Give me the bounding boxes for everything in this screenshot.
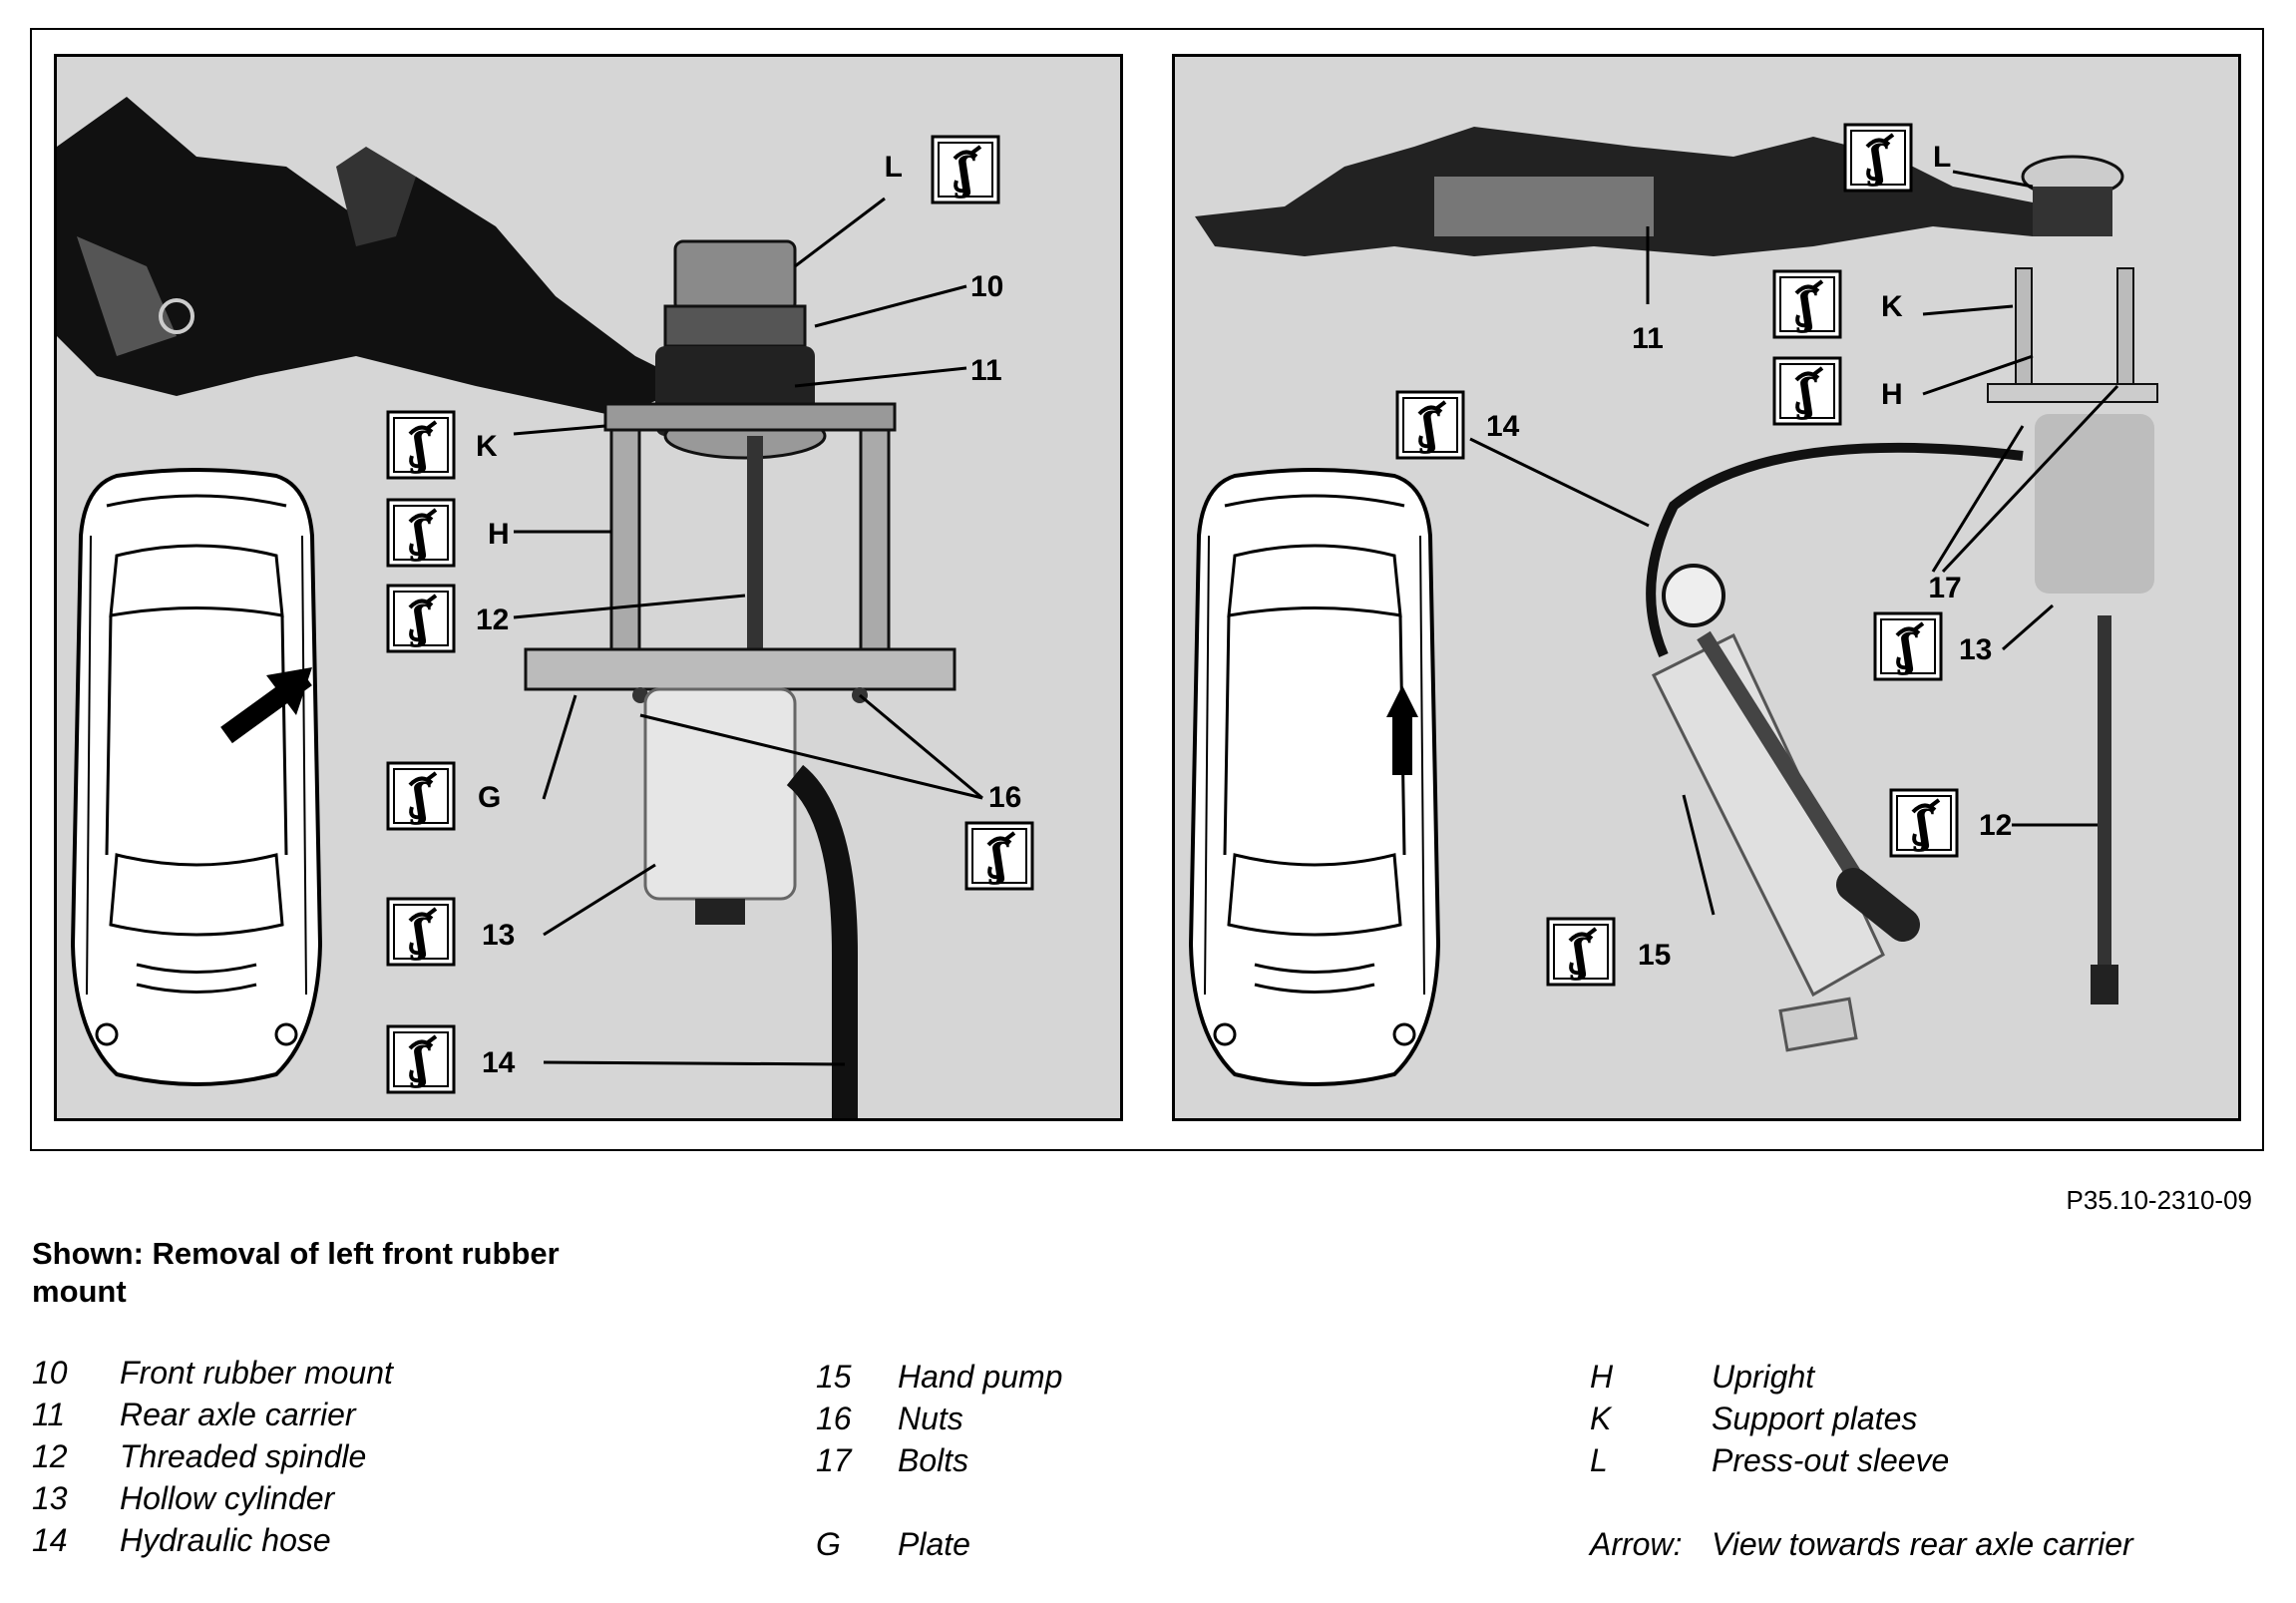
right-panel-illustration: ʃ [1172,54,2241,1121]
callout-12: 12 [1889,788,2012,858]
callout-16: 16 [964,781,1034,891]
callout-14: 14 [386,1024,516,1094]
callout-13: 13 [386,897,515,967]
legend-key: 14 [32,1522,68,1558]
callout-16-label: 16 [988,781,1021,814]
special-tool-icon [1772,269,1842,339]
callout-K-label: K [1881,290,1903,323]
legend-text: View towards rear axle carrier [1712,1526,2133,1562]
legend-column-1: 10 Front rubber mount 11 Rear axle carrier… [32,1355,630,1584]
special-tool-icon [1546,917,1616,987]
callout-K: K [386,410,498,480]
special-tool-icon [386,761,456,831]
special-tool-icon [1873,611,1943,681]
legend-text: Upright [1712,1359,1815,1395]
legend-text: Press-out sleeve [1712,1442,1950,1478]
legend-key: 11 [32,1397,66,1432]
callout-L: L [885,135,1000,204]
callout-13: 13 [1873,611,1992,681]
callout-11-label: 11 [970,354,1002,387]
callout-H-label: H [488,518,510,551]
legend-text: Plate [898,1526,970,1562]
callout-14: 14 [1395,390,1520,460]
callout-17: 17 [1928,572,1961,604]
legend-key: G [816,1526,841,1562]
special-tool-icon [931,135,1000,204]
special-tool-icon [1395,390,1465,460]
callout-10-label: 10 [970,270,1003,303]
left-panel-illustration: ʃ [54,54,1123,1121]
legend-text: Hydraulic hose [120,1522,331,1558]
callout-17-label: 17 [1928,572,1961,604]
callout-10: 10 [970,270,1003,303]
callout-12-label: 12 [1979,809,2012,842]
callout-12-label: 12 [476,603,509,636]
callout-15: 15 [1546,917,1671,987]
callout-L-label: L [885,151,903,184]
special-tool-icon [964,821,1034,891]
legend-text: Rear axle carrier [120,1397,356,1432]
callout-11: 11 [1632,322,1664,355]
callout-G-label: G [478,781,501,814]
callout-H: H [386,498,510,568]
special-tool-icon [386,897,456,967]
legend-key: 17 [816,1442,852,1478]
left-panel-drawing: ʃ [57,97,1034,1118]
callout-G: G [386,761,501,831]
legend-key: 10 [32,1355,68,1391]
legend-key: 15 [816,1359,852,1395]
legend-key: H [1590,1359,1614,1395]
special-tool-icon [386,410,456,480]
legend-text: Support plates [1712,1401,1918,1436]
legend-column-3: H Upright K Support plates L Press-out slee… [1590,1359,2268,1588]
legend-text: Hollow cylinder [120,1480,335,1516]
callout-L-label: L [1933,141,1951,174]
callout-13-label: 13 [1959,633,1992,666]
callout-11-label: 11 [1632,322,1664,355]
special-tool-icon [1772,356,1842,426]
special-tool-icon [386,1024,456,1094]
callout-H-label: H [1881,378,1903,411]
callout-12: 12 [386,584,509,653]
special-tool-icon [386,498,456,568]
callout-K-label: K [476,430,498,463]
special-tool-icon [386,584,456,653]
callout-H: H [1772,356,1903,426]
callout-K: K [1772,269,1903,339]
callout-L: L [1843,123,1951,193]
legend-key: 12 [32,1438,68,1474]
legend-text: Nuts [898,1401,963,1436]
special-tool-icon [1889,788,1959,858]
callout-14-label: 14 [1486,410,1520,443]
caption-title: Shown: Removal of left front rubber moun… [32,1236,560,1309]
legend-key: 16 [816,1401,852,1436]
legend-key: Arrow: [1590,1526,1683,1562]
legend-text: Bolts [898,1442,969,1478]
legend-text: Front rubber mount [120,1355,393,1391]
special-tool-icon [1843,123,1913,193]
legend-key: 13 [32,1480,68,1516]
legend-key: L [1590,1442,1608,1478]
right-panel-drawing: ʃ [1189,123,2158,1086]
callout-11: 11 [970,354,1002,387]
callout-14-label: 14 [482,1046,516,1079]
callout-13-label: 13 [482,919,515,952]
legend-column-2: 15 Hand pump 16 Nuts 17 Bolts G Plate [816,1359,1315,1588]
callout-15-label: 15 [1638,939,1671,972]
figure-reference: P35.10-2310-09 [2066,1185,2252,1215]
legend-text: Threaded spindle [120,1438,367,1474]
legend-key: K [1590,1401,1612,1436]
legend-text: Hand pump [898,1359,1063,1395]
